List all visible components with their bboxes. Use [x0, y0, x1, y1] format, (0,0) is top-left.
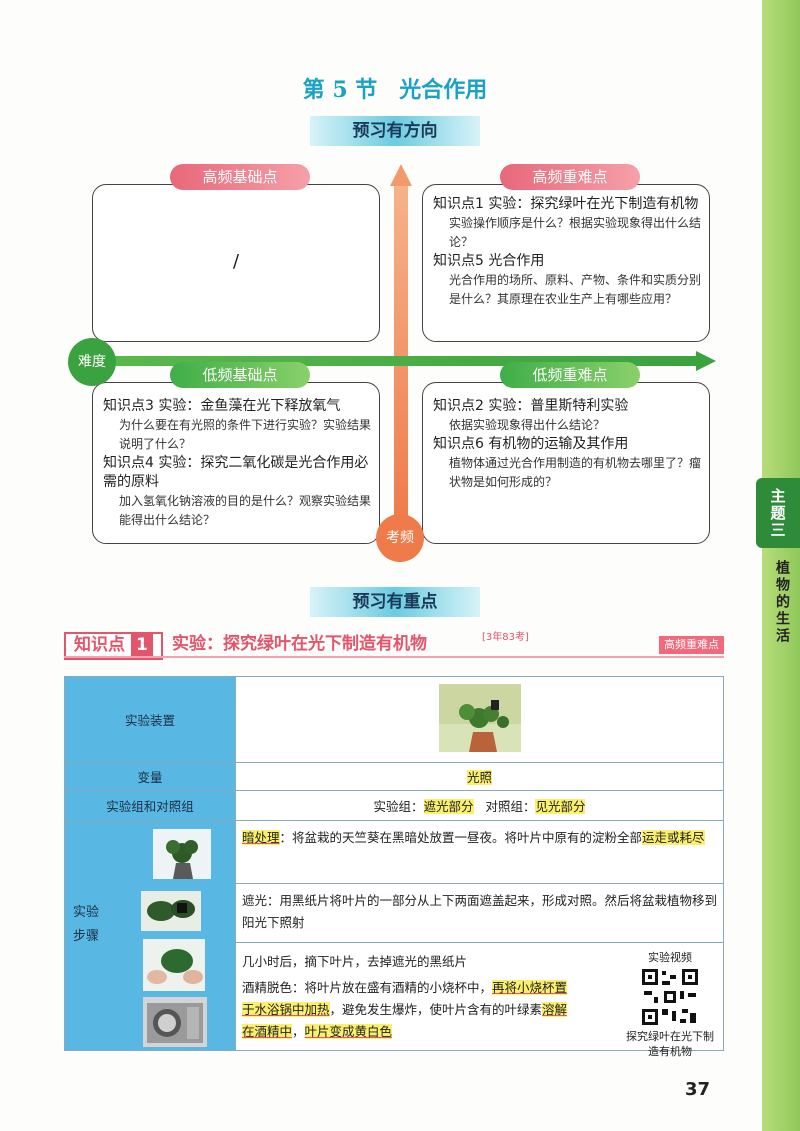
- label-high-difficult: 高频重难点: [500, 164, 640, 190]
- ribbon-preview-direction: 预习有方向: [310, 116, 480, 146]
- video-caption: 探究绿叶在光下制造有机物: [626, 1030, 714, 1058]
- ribbon-preview-focus: 预习有重点: [310, 587, 480, 617]
- step4-highlight-f: 叶片变成黄白色: [304, 1024, 393, 1039]
- kp-item[interactable]: 知识点5 光合作用: [433, 253, 545, 269]
- groups-label: 实验组和对照组: [64, 790, 236, 821]
- step-dark-treatment: 暗处理：将盆栽的天竺葵在黑暗处放置一昼夜。将叶片中原有的淀粉全部运走或耗尽: [236, 821, 723, 884]
- kp-tag: 知识点 1: [64, 632, 163, 660]
- kp-divider: [64, 656, 724, 658]
- quadrant-high-basic: /: [92, 184, 380, 342]
- kp-tag-text: 知识点: [74, 635, 125, 655]
- kp-number: 1: [131, 634, 153, 656]
- step-alcohol-decolor: 酒精脱色：将叶片放在盛有酒精的小烧杯中，再将小烧杯置于水浴锅中加热，避免发生爆炸…: [236, 977, 723, 1047]
- theme-subject: 植物的生活: [774, 560, 790, 645]
- groups-exp-prefix: 实验组：: [373, 799, 424, 814]
- experiment-table: 实验装置 变量 光照 实验组和对照组 实验组：遮光部分 对照组：见光部分 实验: [64, 676, 724, 1058]
- kp-title: 实验：探究绿叶在光下制造有机物: [172, 634, 427, 654]
- kp-question: 实验操作顺序是什么？根据实验现象得出什么结论？: [449, 216, 702, 249]
- groups-ctrl-prefix: 对照组：: [485, 799, 536, 814]
- page-number: 37: [685, 1079, 711, 1100]
- quadrant-low-basic: 知识点3 实验：金鱼藻在光下释放氧气 为什么要在有光照的条件下进行实验？实验结果…: [92, 382, 380, 544]
- step1-keyword: 暗处理: [242, 830, 280, 845]
- steps-label: 实验步骤: [72, 905, 99, 944]
- label-low-difficult: 低频重难点: [500, 362, 640, 388]
- steps-label-cell: 实验步骤: [64, 820, 236, 1051]
- label-low-basic: 低频基础点: [170, 362, 310, 388]
- page-edge-decoration: [762, 0, 800, 1131]
- kp-item[interactable]: 知识点4 实验：探究二氧化碳是光合作用必需的原料: [103, 455, 369, 490]
- groups-value: 实验组：遮光部分 对照组：见光部分: [235, 790, 724, 821]
- kp-frequency: [3年83考]: [482, 632, 529, 643]
- plant-image: [153, 829, 211, 879]
- leaf-covering-image: [141, 891, 201, 931]
- kp-frequency-value: 3年83考: [485, 632, 525, 643]
- section-title: 第 5 节 光合作用: [302, 77, 488, 103]
- kp-question: 依据实验现象得出什么结论？: [449, 418, 606, 432]
- video-title: 实验视频: [648, 951, 692, 964]
- theme-tab[interactable]: 主题三: [756, 478, 800, 548]
- steps-cell: 暗处理：将盆栽的天竺葵在黑暗处放置一昼夜。将叶片中原有的淀粉全部运走或耗尽 遮光…: [235, 820, 724, 1058]
- kp-question: 植物体通过光合作用制造的有机物去哪里了？瘤状物是如何形成的？: [449, 456, 702, 489]
- kp-item[interactable]: 知识点2 实验：普里斯特利实验: [433, 398, 629, 414]
- kp-item[interactable]: 知识点3 实验：金鱼藻在光下释放氧气: [103, 398, 341, 414]
- step1-highlight: 运走或耗尽: [642, 830, 705, 845]
- quadrant-content-empty: /: [232, 251, 240, 272]
- step4-text-e: ，: [292, 1024, 305, 1039]
- kp-question: 光合作用的场所、原料、产物、条件和实质分别是什么？其原理在农业生产上有哪些应用？: [449, 273, 702, 306]
- apparatus-cell: [235, 676, 724, 763]
- difficulty-badge: 难度: [68, 338, 116, 386]
- difficulty-axis-arrowhead: [696, 351, 716, 371]
- apparatus-image: [438, 684, 521, 752]
- kp-item[interactable]: 知识点6 有机物的运输及其作用: [433, 436, 629, 452]
- kp-question: 加入氢氧化钠溶液的目的是什么？观察实验结果能得出什么结论？: [119, 494, 372, 527]
- step1-text: ：将盆栽的天竺葵在黑暗处放置一昼夜。将叶片中原有的淀粉全部: [279, 830, 643, 845]
- apparatus-label: 实验装置: [64, 676, 236, 763]
- water-bath-image: [143, 997, 207, 1047]
- groups-exp: 遮光部分: [423, 799, 474, 814]
- step-shading: 遮光：用黑纸片将叶片的一部分从上下两面遮盖起来，形成对照。然后将盆栽植物移到阳光…: [236, 884, 723, 943]
- step-remove-paper: 几小时后，摘下叶片，去掉遮光的黑纸片: [242, 954, 468, 969]
- kp-badge: 高频重难点: [659, 636, 724, 654]
- kp-item[interactable]: 知识点1 实验：探究绿叶在光下制造有机物: [433, 196, 699, 212]
- step4-text-a: 酒精脱色：将叶片放在盛有酒精的小烧杯中，: [242, 980, 493, 995]
- qr-code-icon[interactable]: [640, 967, 700, 1027]
- variable-label: 变量: [64, 762, 236, 791]
- frequency-badge: 考频: [376, 514, 424, 562]
- leaf-removal-image: [143, 939, 205, 991]
- kp-question: 为什么要在有光照的条件下进行实验？实验结果说明了什么？: [119, 418, 372, 451]
- difficulty-axis: [100, 356, 700, 366]
- groups-ctrl: 见光部分: [535, 799, 586, 814]
- quadrant-high-difficult: 知识点1 实验：探究绿叶在光下制造有机物 实验操作顺序是什么？根据实验现象得出什…: [422, 184, 710, 342]
- step4-text-c: ，避免发生爆炸，使叶片含有的叶绿素: [329, 1002, 543, 1017]
- label-high-basic: 高频基础点: [170, 164, 310, 190]
- video-panel[interactable]: 实验视频 探究绿叶在光下制造有机物: [625, 949, 715, 1059]
- quadrant-low-difficult: 知识点2 实验：普里斯特利实验 依据实验现象得出什么结论？ 知识点6 有机物的运…: [422, 382, 710, 544]
- frequency-axis-arrowhead: [390, 164, 412, 186]
- variable-value: 光照: [466, 770, 492, 785]
- knowledge-point-header: 知识点 1 实验：探究绿叶在光下制造有机物 [3年83考] 高频重难点: [64, 632, 724, 660]
